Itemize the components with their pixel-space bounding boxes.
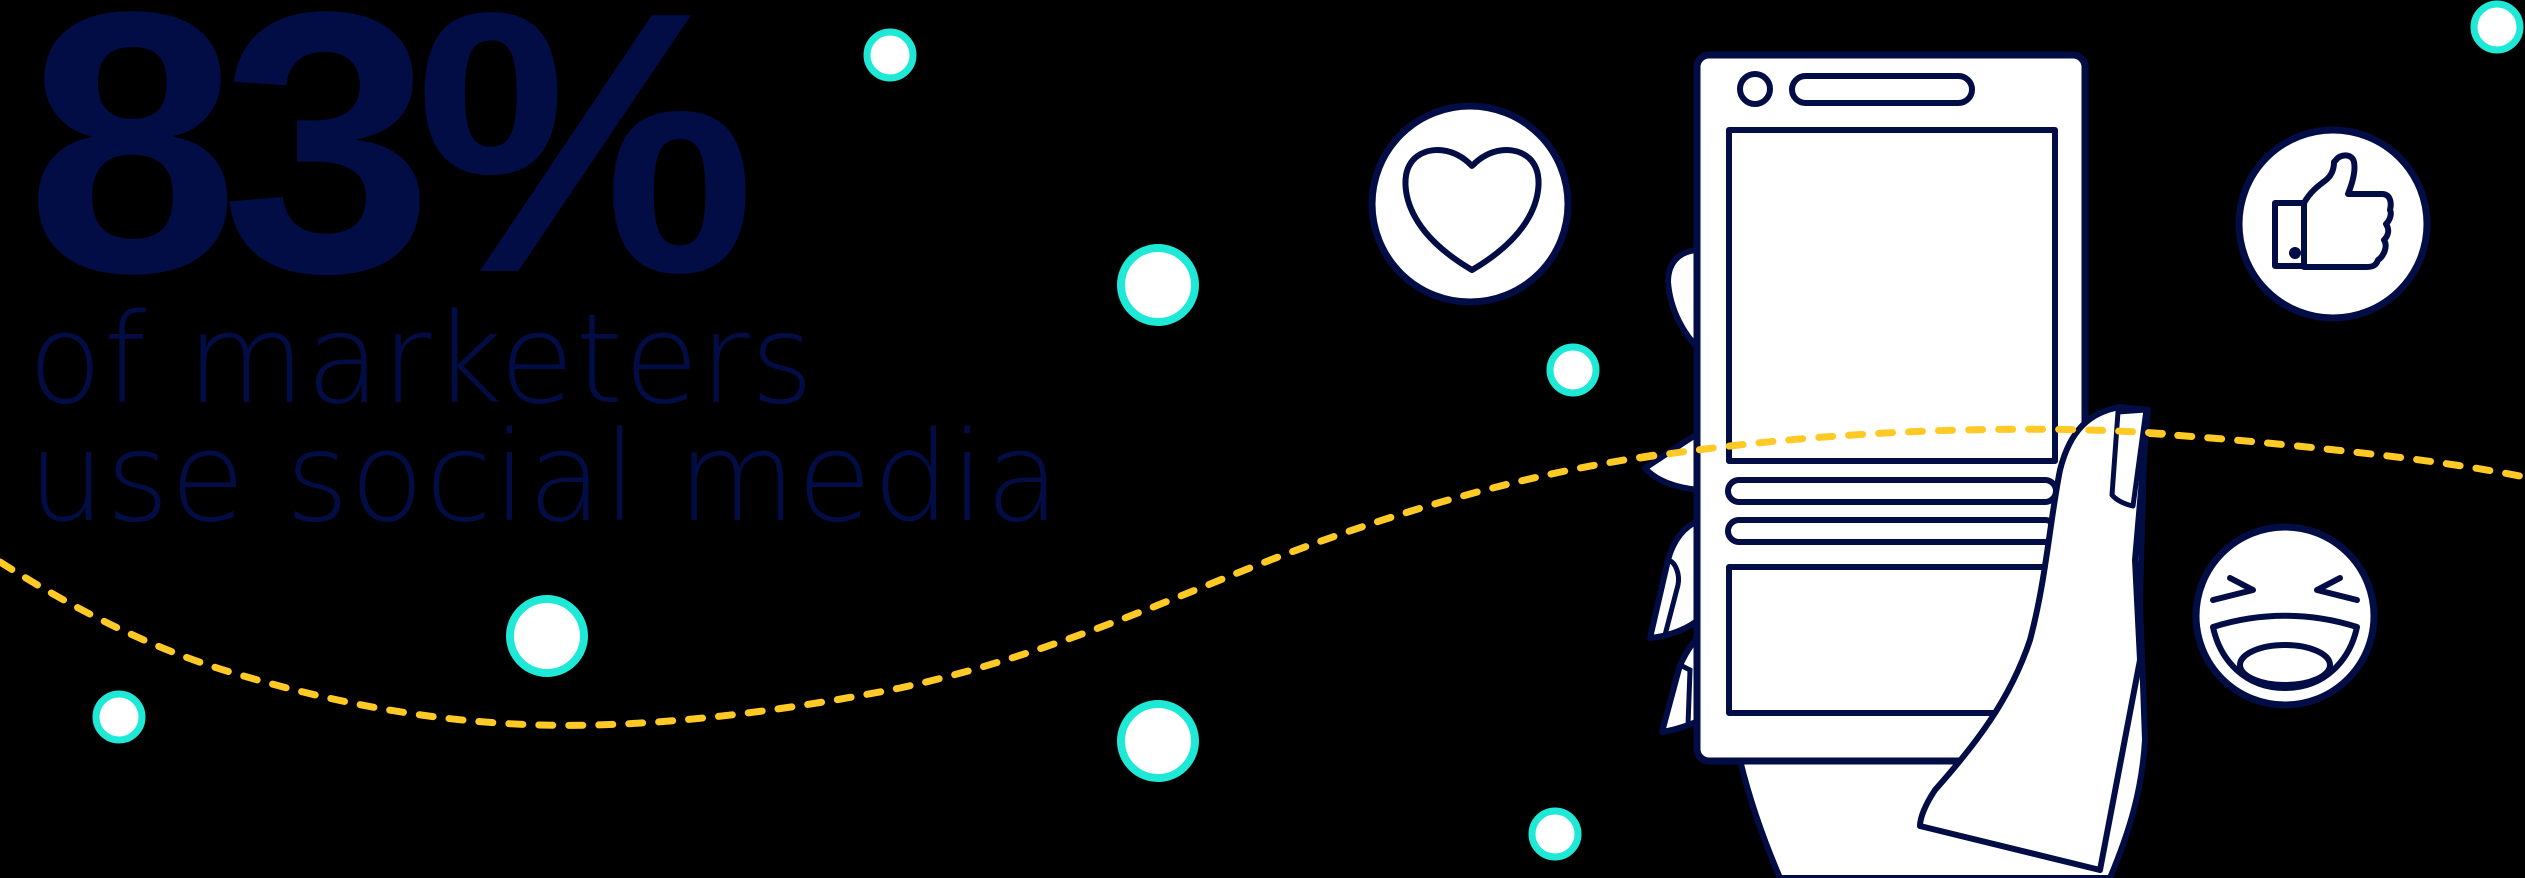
- dashed-path-overlay: [1636, 425, 2174, 462]
- stat-percentage: 83%: [26, 0, 756, 350]
- smartphone: [1693, 51, 2089, 765]
- dot: [506, 595, 588, 677]
- stat-caption-line-1: of marketers: [28, 288, 815, 432]
- laughing-face-icon: [2192, 523, 2378, 709]
- dot: [1117, 700, 1199, 782]
- speaker-bar: [1789, 73, 1975, 106]
- heart-icon: [1368, 102, 1572, 306]
- dot: [1117, 244, 1199, 326]
- stat-caption-line-2: use social media: [28, 406, 1061, 550]
- dot: [863, 28, 917, 82]
- dot: [92, 690, 146, 744]
- thumbs-up-icon: [2235, 126, 2431, 322]
- camera-icon: [1737, 71, 1773, 107]
- post-image-bottom: [1726, 564, 2058, 716]
- dot: [1528, 807, 1582, 861]
- dot: [1546, 343, 1600, 397]
- decorative-dots: [92, 0, 2524, 861]
- hand-thumb: [1917, 404, 2151, 873]
- dot: [2470, 0, 2524, 54]
- post-text-line-2: [1725, 517, 2059, 545]
- post-image-top: [1726, 127, 2058, 464]
- hand-fingers-left: [1642, 247, 1703, 735]
- post-text-line-1: [1725, 477, 2059, 505]
- stat-block: 83% of marketers use social media: [0, 0, 1060, 540]
